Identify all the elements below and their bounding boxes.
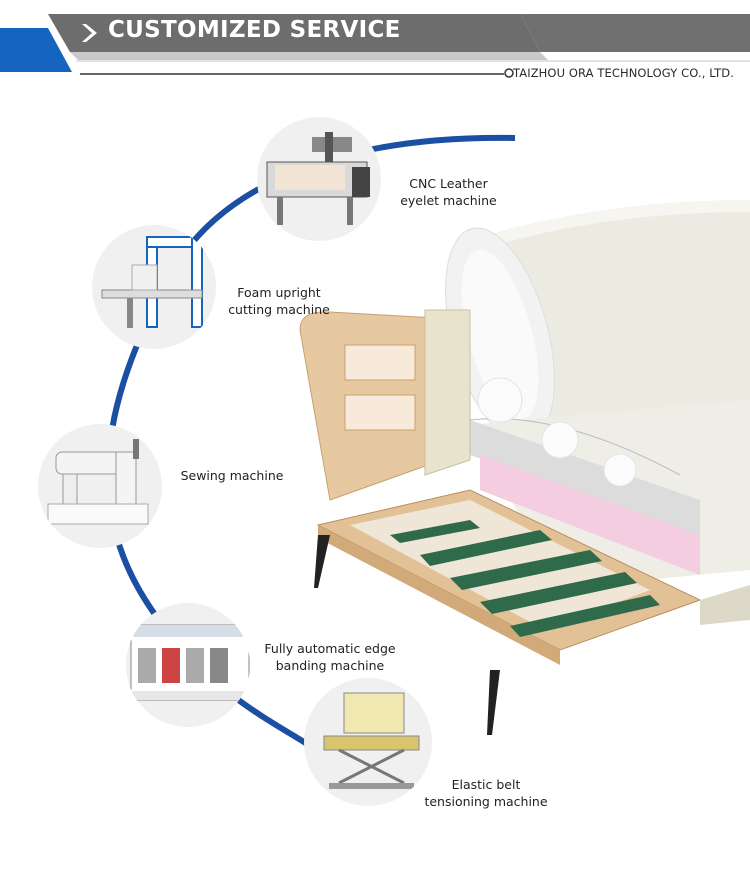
illustration-stage: CNC Leather eyelet machine Foam upright …: [0, 80, 750, 886]
sewing-machine-image: [38, 424, 162, 548]
machine-label-cnc: CNC Leather eyelet machine: [400, 176, 497, 208]
cnc-machine-icon: [266, 132, 370, 225]
circle-marker-icon: [504, 68, 514, 78]
belt-tensioner-image: [304, 678, 432, 806]
belt-tensioner-icon: [323, 692, 420, 789]
page-header: CUSTOMIZED SERVICE TAIZHOU ORA TECHNOLOG…: [0, 0, 750, 80]
chevron-right-icon: [82, 24, 97, 42]
edge-banding-image: [126, 603, 250, 727]
company-name: TAIZHOU ORA TECHNOLOGY CO., LTD.: [513, 66, 734, 80]
header-banner: [0, 14, 750, 78]
machine-label-belt: Elastic belt tensioning machine: [424, 777, 548, 809]
machine-label-sewing: Sewing machine: [180, 468, 284, 483]
foam-cutter-icon: [101, 236, 203, 328]
edge-banding-icon: [130, 624, 250, 701]
foam-cutter-image: [92, 225, 216, 349]
cnc-machine-image: [257, 117, 381, 241]
machine-label-foam: Foam upright cutting machine: [228, 285, 330, 317]
page-title: CUSTOMIZED SERVICE: [108, 17, 401, 43]
machine-label-edge-banding: Fully automatic edge banding machine: [264, 641, 396, 673]
sewing-machine-icon: [47, 439, 149, 525]
